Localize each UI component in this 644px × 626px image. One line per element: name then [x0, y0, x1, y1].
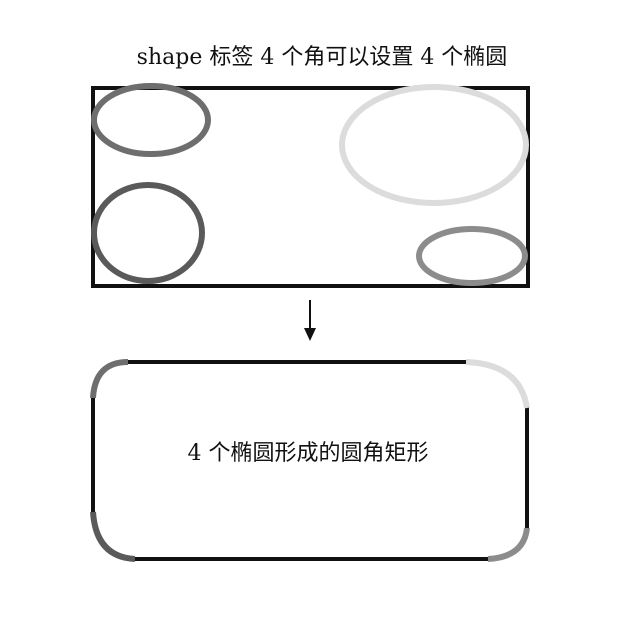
top-shape-group	[91, 83, 530, 288]
ellipse-bottom-left	[91, 182, 205, 284]
bottom-rounded-rectangle-group: 4 个椭圆形成的圆角矩形	[90, 359, 530, 562]
top-rectangle	[91, 86, 530, 288]
rounded-corner-top-left	[90, 359, 129, 399]
rounded-corner-top-right	[465, 359, 530, 409]
ellipse-bottom-right	[416, 226, 528, 286]
ellipse-top-right	[339, 84, 529, 206]
down-arrow-icon	[304, 300, 316, 341]
rounded-corner-bottom-right	[487, 527, 530, 562]
rounded-corner-bottom-left	[90, 511, 136, 562]
result-label: 4 个椭圆形成的圆角矩形	[188, 441, 429, 466]
diagram-title: shape 标签 4 个角可以设置 4 个椭圆	[137, 45, 508, 70]
ellipse-top-left	[91, 83, 211, 157]
